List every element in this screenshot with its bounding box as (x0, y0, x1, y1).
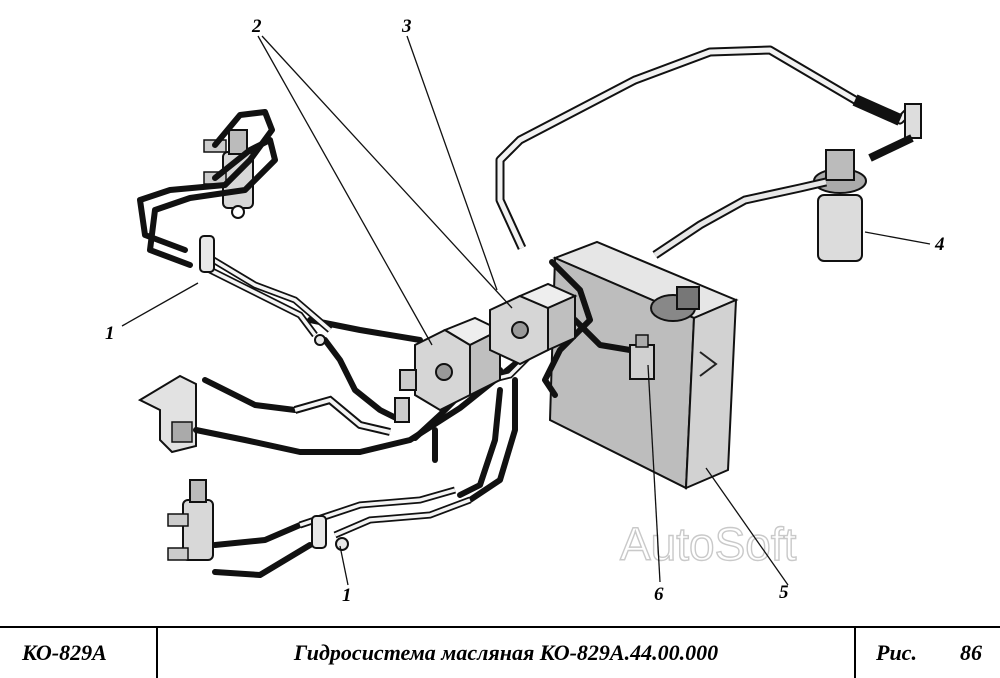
metal-tubes (203, 251, 543, 539)
callout-6: 6 (654, 584, 664, 605)
oil-filter (813, 149, 867, 262)
title-block: КО-829А Гидросистема масляная КО-829А.44… (0, 626, 1000, 678)
pump-bracket (137, 374, 197, 454)
return-pipeline (495, 45, 922, 259)
leader-lines (121, 35, 931, 586)
callout-1-upper: 1 (105, 323, 115, 344)
figure-ref: Рис. 86 (856, 628, 1000, 678)
figure-label: Рис. (876, 640, 917, 665)
callout-1-lower: 1 (342, 585, 352, 606)
watermark: AutoSoft (620, 518, 797, 570)
callout-2: 2 (251, 16, 262, 37)
hydraulic-system-drawing: AutoSoft (105, 16, 945, 606)
callout-3: 3 (401, 16, 412, 37)
model-code: КО-829А (0, 628, 158, 678)
callout-4: 4 (934, 234, 945, 255)
upper-cylinder (203, 129, 254, 219)
valve-block (394, 282, 578, 423)
figure-number: 86 (960, 640, 982, 665)
lower-cylinder (167, 479, 214, 561)
fittings (199, 235, 349, 551)
drawing-title: Гидросистема масляная КО-829А.44.00.000 (158, 628, 856, 678)
callout-5: 5 (779, 582, 789, 603)
throttle-valve (629, 334, 655, 380)
